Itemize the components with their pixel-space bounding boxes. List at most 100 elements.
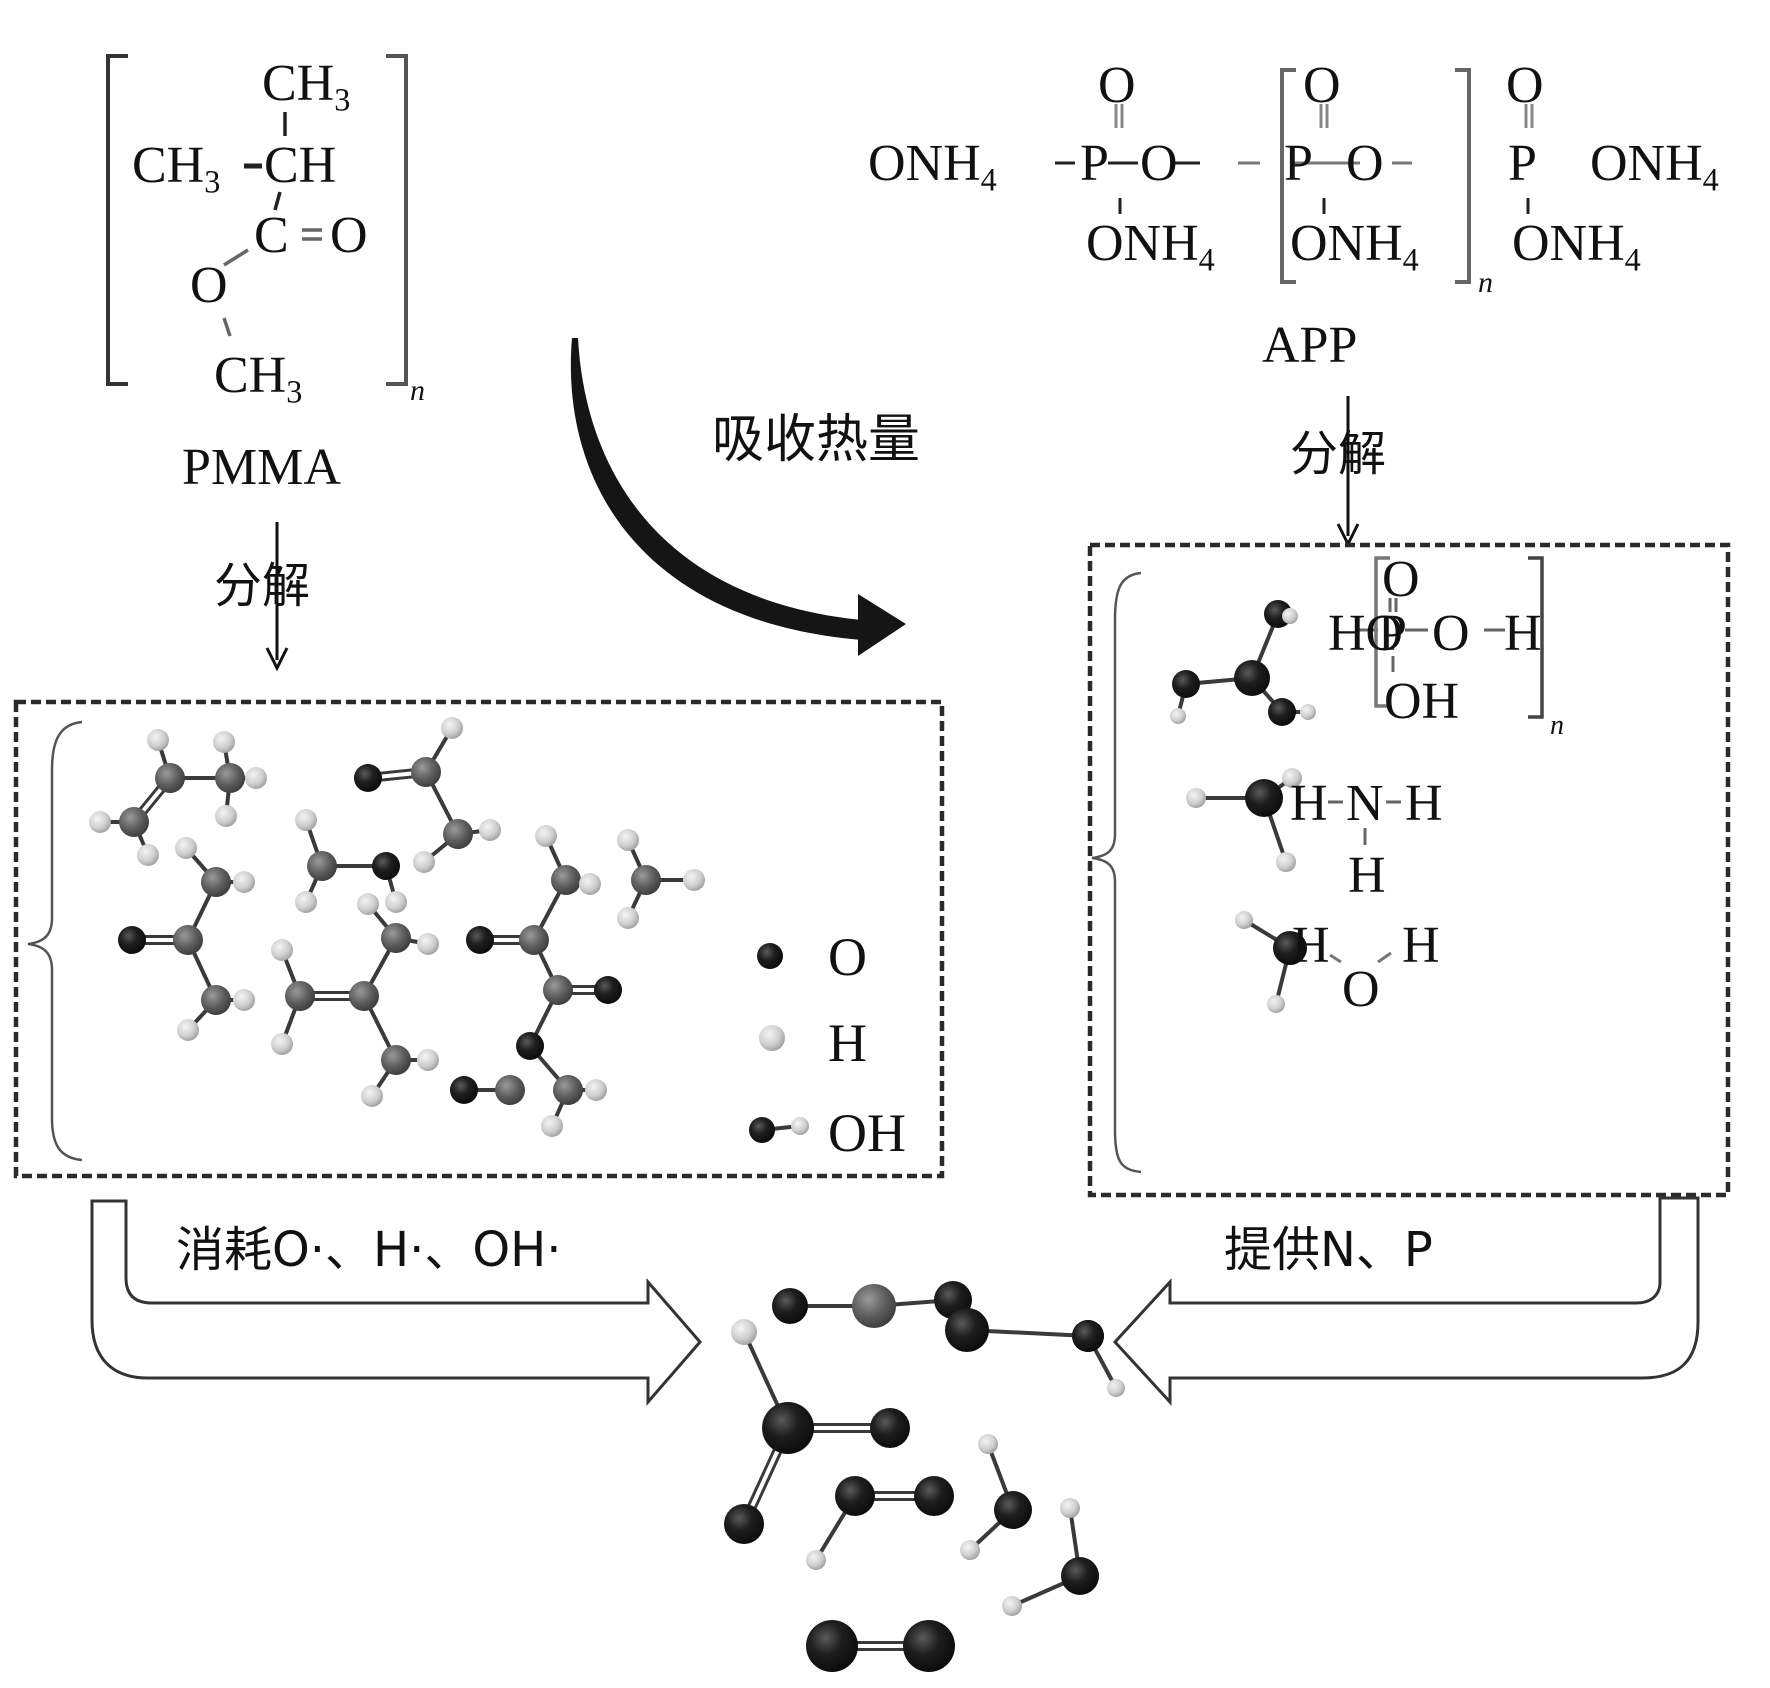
propene-fragment xyxy=(89,729,267,866)
hydrogen-atom xyxy=(271,939,293,961)
methyl-formate-fragment xyxy=(466,825,622,1137)
provide-np-arrow xyxy=(1112,1196,1700,1406)
carbon-atom xyxy=(173,925,203,955)
oxygen-atom xyxy=(354,764,382,792)
hydrogen-atom xyxy=(271,1033,293,1055)
hydrogen-atom xyxy=(417,1049,439,1071)
hydrogen-atom xyxy=(479,819,501,841)
hydrogen-atom xyxy=(1282,608,1298,624)
app-repeat-index: n xyxy=(1478,266,1493,299)
app-oxo-2: O xyxy=(1303,57,1341,114)
hydrogen-atom xyxy=(215,805,237,827)
isobutene-fragment xyxy=(271,893,439,1107)
app-bridge-oxygen-2: O xyxy=(1346,135,1384,192)
pmma-left-methyl: CH3 xyxy=(132,137,221,200)
carbon-atom xyxy=(119,807,149,837)
hydrogen-atom xyxy=(245,767,267,789)
propene-fragment-bonds xyxy=(100,739,256,856)
pmma-repeat-index: n xyxy=(410,374,425,407)
legend-hydroxyl-molecule xyxy=(749,1117,809,1143)
ammonia-n: N xyxy=(1346,775,1384,832)
hydrogen-atom xyxy=(806,1550,826,1570)
carbon-atom xyxy=(201,985,231,1015)
oxygen-atom xyxy=(903,1620,955,1672)
carbon-atom xyxy=(155,763,185,793)
pmma-repeat-bracket xyxy=(106,54,408,386)
ammonia-bonds xyxy=(1328,800,1401,845)
oxygen-atom xyxy=(1234,660,1270,696)
methanol-fragment xyxy=(295,809,407,913)
hydrogen-atom xyxy=(1186,788,1206,808)
water-product-2 xyxy=(1002,1498,1099,1616)
oxygen-atom xyxy=(749,1117,775,1143)
oxygen-atom xyxy=(914,1476,954,1516)
carbon-atom xyxy=(201,867,231,897)
water-model xyxy=(1235,911,1307,1013)
water-bonds xyxy=(1329,951,1392,964)
ppa-pendant-oh: OH xyxy=(1384,673,1460,730)
pmma-label: PMMA xyxy=(182,439,341,496)
polyphosphoric-acid-bonds xyxy=(1355,598,1505,672)
carbon-monoxide-fragment xyxy=(450,1075,525,1105)
hydrogen-atom xyxy=(441,717,463,739)
ppa-hydroxyl-left: HO xyxy=(1328,605,1404,662)
hydrogen-atom xyxy=(617,829,639,851)
oxygen-atom xyxy=(1072,1320,1104,1352)
hydrogen-atom xyxy=(579,873,601,895)
oxygen-atom xyxy=(835,1476,875,1516)
pmma-bonds xyxy=(222,112,322,337)
hydrogen-atom xyxy=(683,869,705,891)
oxygen-atom xyxy=(118,926,146,954)
water-h-left: H xyxy=(1292,917,1330,974)
aldehyde-product xyxy=(724,1319,910,1544)
pmma-carbonyl-carbon: C xyxy=(254,207,289,264)
ammonia-h-left: H xyxy=(1290,775,1328,832)
ammonia-model xyxy=(1186,768,1302,872)
hydrogen-atom xyxy=(535,825,557,847)
hydrogen-atom xyxy=(233,871,255,893)
oxygen-atom xyxy=(762,1402,814,1454)
hydrogen-atom xyxy=(1276,852,1296,872)
hydrogen-atom xyxy=(759,1025,785,1051)
water-product-1 xyxy=(960,1434,1032,1560)
hydrogen-atom xyxy=(1282,768,1302,788)
app-decompose-label: 分解 xyxy=(1290,426,1387,482)
oxygen-atom xyxy=(945,1308,989,1352)
oxygen-atom xyxy=(372,852,400,880)
hydrogen-atom xyxy=(1107,1379,1125,1397)
ammonia-h-bottom: H xyxy=(1348,847,1386,904)
app-pendant-3: ONH4 xyxy=(1512,215,1641,278)
carbon-atom xyxy=(381,1045,411,1075)
hydrogen-atom xyxy=(1267,995,1285,1013)
ppa-terminal-h: H xyxy=(1504,605,1542,662)
oxygen-atom xyxy=(1061,1557,1099,1595)
app-products-box xyxy=(1087,542,1731,1198)
carbon-atom xyxy=(631,865,661,895)
hydrogen-atom xyxy=(413,851,435,873)
oxygen-atom xyxy=(1273,931,1307,965)
oxygen-atom xyxy=(772,1288,808,1324)
pmma-carbonyl-oxygen: O xyxy=(330,207,368,264)
pmma-decompose-label: 分解 xyxy=(214,558,311,614)
legend-label-hydroxyl: OH xyxy=(828,1103,906,1163)
legend-oxygen-atom xyxy=(757,943,783,969)
hydrogen-atom xyxy=(213,731,235,753)
pmma-backbone-ch: CH xyxy=(264,137,337,194)
app-pendant-1: ONH4 xyxy=(1086,215,1215,278)
carbon-dioxide-model-1 xyxy=(772,1281,972,1328)
app-left-end-group: ONH4 xyxy=(868,135,997,198)
hydrogen-atom xyxy=(1300,704,1316,720)
hydrogen-atom xyxy=(960,1540,980,1560)
oxygen-atom xyxy=(994,1491,1032,1529)
hydrogen-atom xyxy=(357,893,379,915)
legend-hydrogen-atom xyxy=(759,1025,785,1051)
oxygen-atom xyxy=(1172,670,1200,698)
app-phosphorus-3: P xyxy=(1508,135,1537,192)
methane-fragment xyxy=(617,829,705,929)
carbon-atom xyxy=(285,981,315,1011)
hydrogen-atom xyxy=(177,1019,199,1041)
app-phosphorus-1: P xyxy=(1080,135,1109,192)
hydrogen-atom xyxy=(1170,708,1186,724)
hydrogen-atom xyxy=(295,809,317,831)
